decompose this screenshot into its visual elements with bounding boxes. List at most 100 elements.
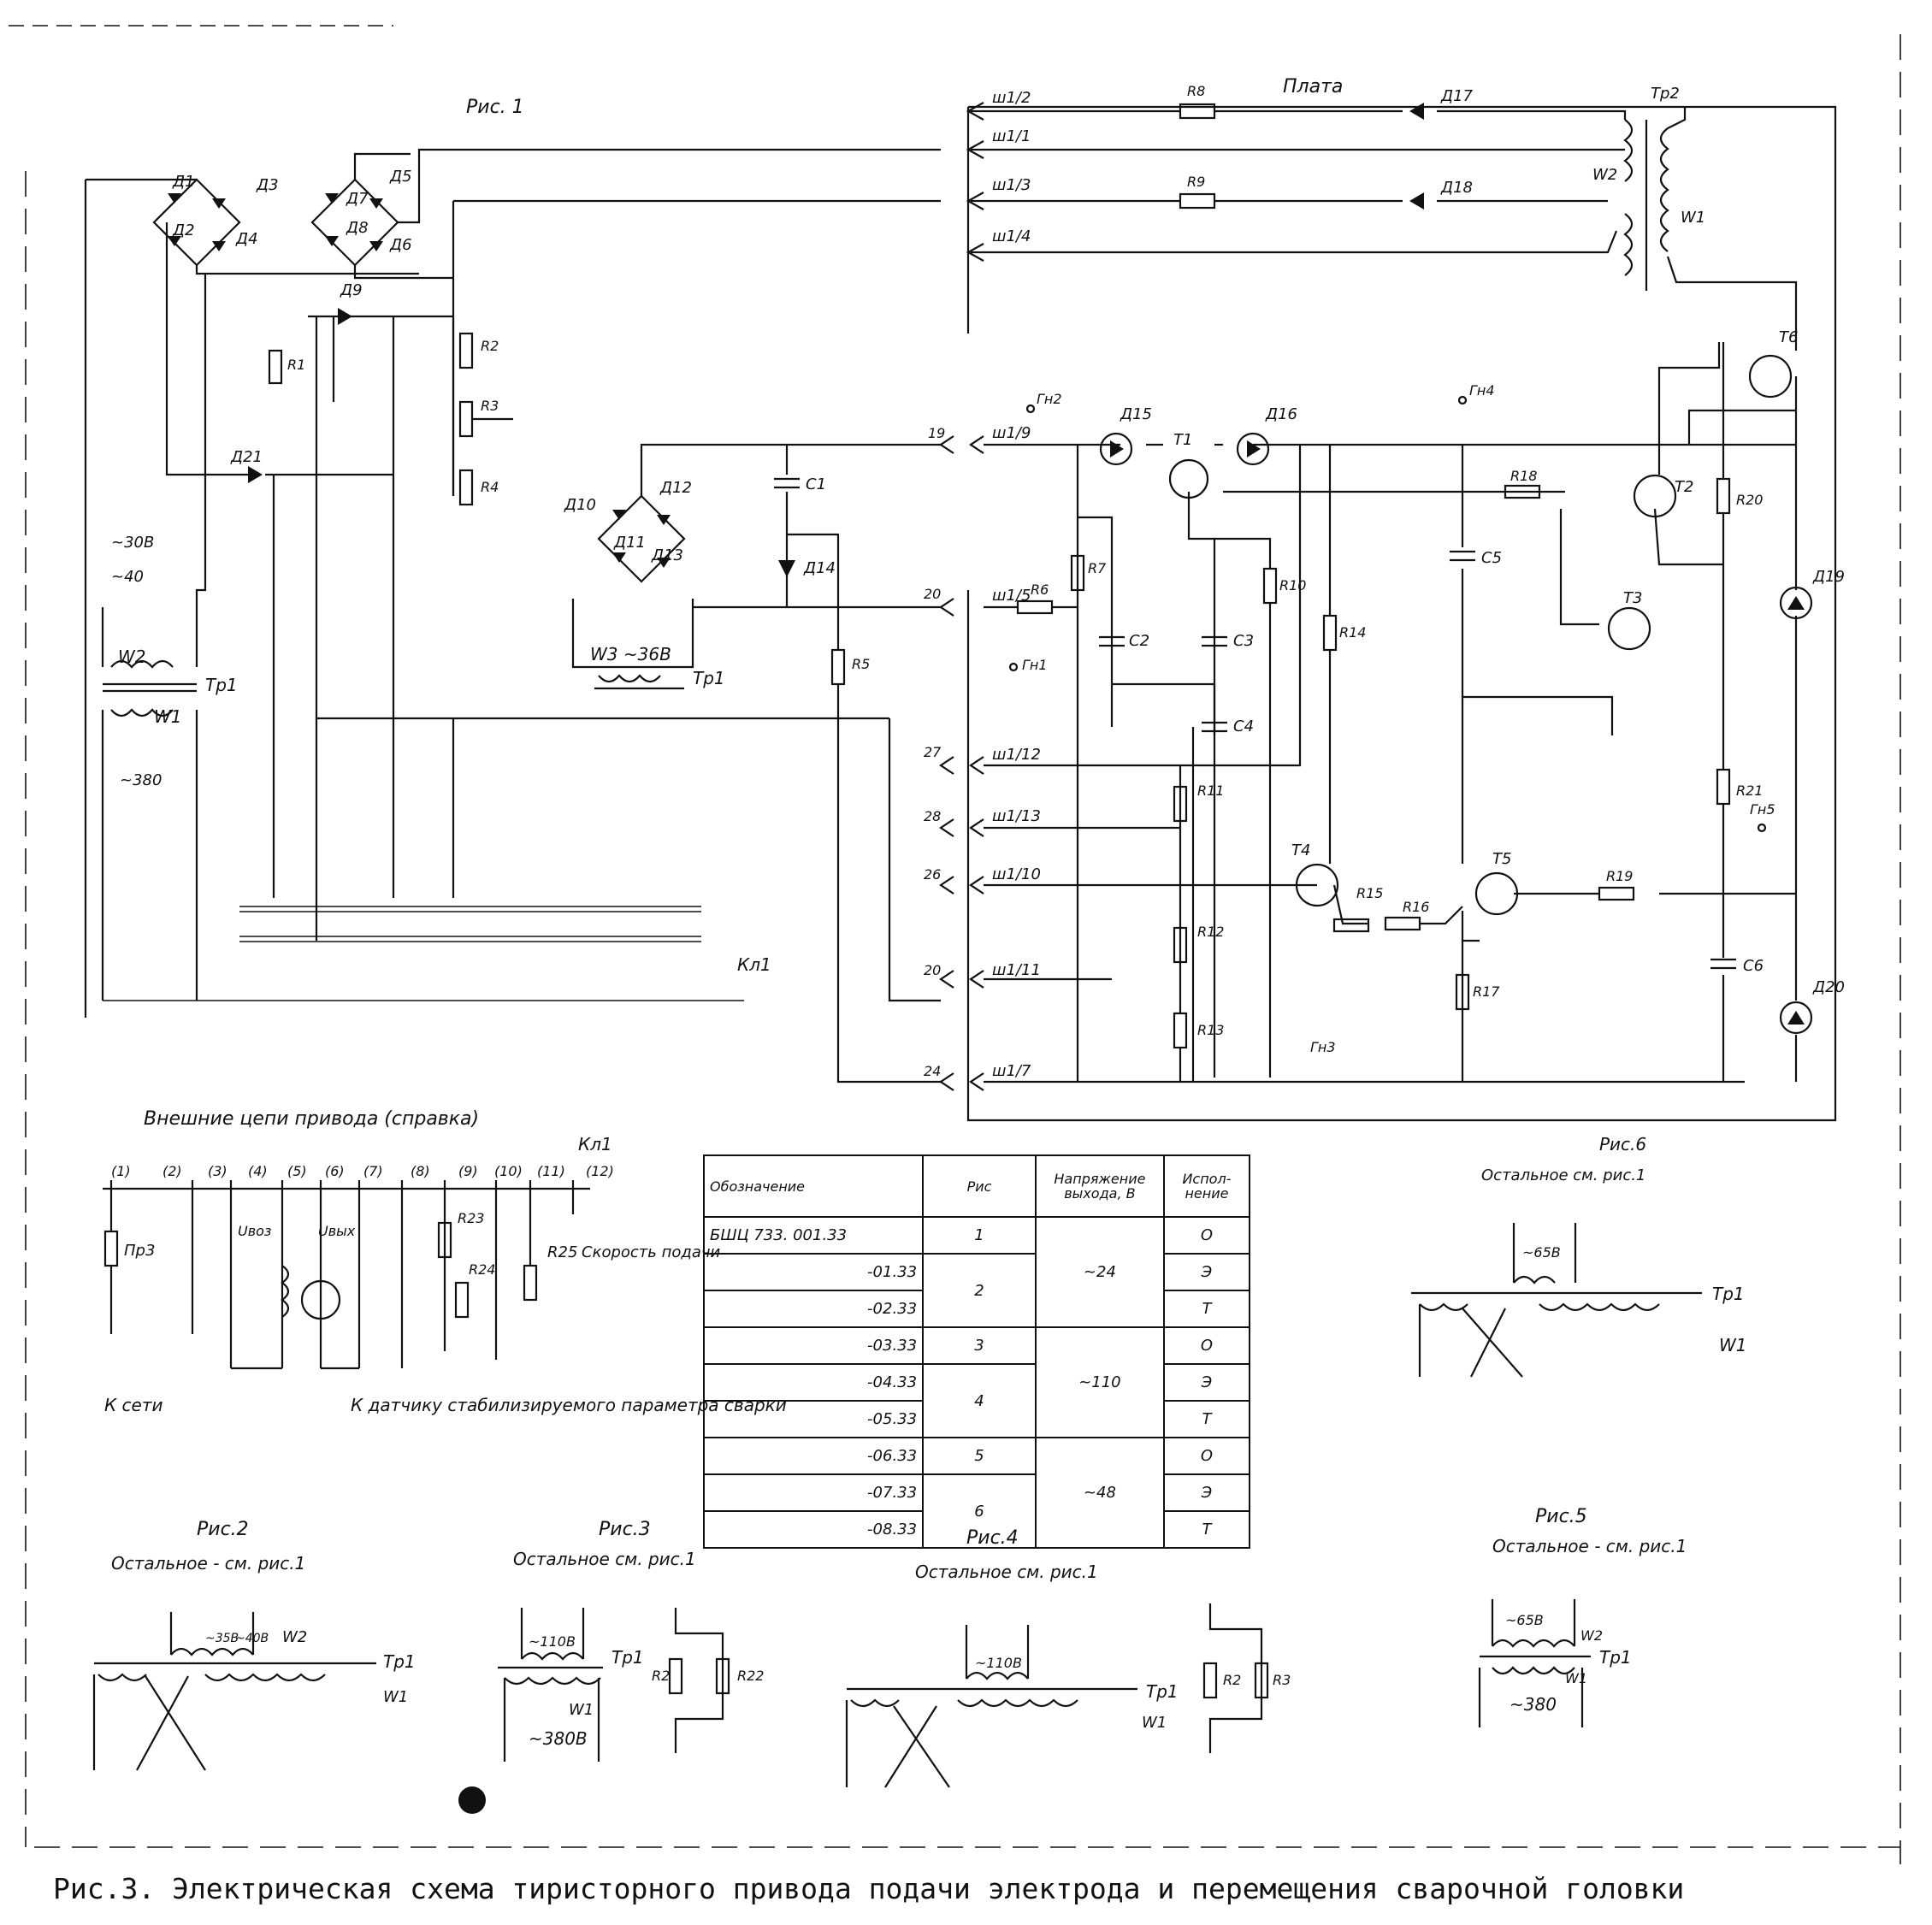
label-d8: Д8 (346, 219, 369, 237)
connector-sh1-4: ш1/4 (992, 227, 1031, 245)
label-r19: R19 (1606, 868, 1633, 884)
left-connector-marks (966, 102, 984, 262)
ext-pin-7: (7) (363, 1163, 383, 1179)
label-kl1: Кл1 (737, 954, 771, 975)
resistor-r19-symbol (1598, 886, 1635, 901)
cell-des: -05.33 (702, 1400, 925, 1438)
cell-des: -04.33 (702, 1363, 925, 1402)
label-r9: R9 (1187, 174, 1205, 190)
label-r16: R16 (1403, 899, 1429, 915)
resistor-r9-symbol (1179, 192, 1216, 210)
fig3-w1: W1 (569, 1701, 594, 1719)
cell-des: -06.33 (702, 1437, 925, 1475)
fig4-w1: W1 (1142, 1714, 1167, 1732)
cell-ver: Т (1162, 1400, 1251, 1438)
diode-d19-body (1779, 586, 1813, 620)
diode-d20-symbol (1787, 1011, 1805, 1025)
cell-fig: 3 (922, 1326, 1037, 1365)
fig2-title: Рис.2 (197, 1519, 249, 1540)
label-tr2-w2: W2 (1592, 166, 1617, 184)
fig6-title: Рис.6 (1599, 1134, 1646, 1154)
label-d12: Д12 (659, 479, 692, 497)
cell-ver: О (1162, 1326, 1251, 1365)
resistor-r3-symbol (458, 400, 474, 438)
label-tr1: Тр1 (205, 675, 238, 695)
fig3-r22-symbol (715, 1657, 730, 1695)
label-d4: Д4 (235, 230, 258, 248)
fig4-r3-symbol (1254, 1662, 1269, 1699)
table-row: -07.33 6 Э (702, 1473, 1251, 1549)
diode-d15-body (1099, 432, 1133, 466)
label-r24: R24 (469, 1261, 495, 1278)
label-d7: Д7 (346, 190, 369, 208)
fig5-primary (1492, 1666, 1575, 1675)
ext-pin-9: (9) (458, 1163, 478, 1179)
resistor-r1-symbol (268, 349, 283, 385)
fig3-secondary (521, 1651, 584, 1661)
cell-ver: Т (1162, 1510, 1251, 1549)
cell-ver: Т (1162, 1290, 1251, 1328)
label-c6: С6 (1743, 957, 1764, 975)
label-c2: С2 (1129, 632, 1149, 650)
diode-d20-body (1779, 1001, 1813, 1035)
table-row: -05.33 Т (702, 1400, 1251, 1438)
fig3-note: Остальное см. рис.1 (513, 1549, 696, 1569)
label-tr2-w1: W1 (1681, 209, 1705, 227)
cell-des: -07.33 (702, 1473, 925, 1512)
fig5-tr: Тр1 (1599, 1647, 1632, 1668)
board-boundary (966, 105, 1837, 1122)
diode-d16-symbol (1247, 440, 1261, 458)
label-d3: Д3 (256, 176, 279, 194)
label-u-out: Uвых (318, 1223, 356, 1239)
cell-volt: ~24 (1034, 1216, 1165, 1328)
terminal-block-kl1 (103, 906, 744, 1001)
tr1-leads (101, 274, 207, 1001)
fig5-w2: W2 (1580, 1627, 1603, 1644)
diode-d19-symbol (1787, 596, 1805, 610)
cell-volt: ~110 (1034, 1326, 1165, 1438)
label-r2: R2 (481, 338, 499, 354)
fig4-r2: R2 (1223, 1672, 1241, 1688)
col-figure: Рис (922, 1154, 1037, 1218)
external-pin-labels: (1) (2) (3) (4) (5) (6) (7) (8) (9) (10)… (111, 1163, 614, 1179)
label-tr1-mid: Тр1 (693, 668, 725, 688)
connector-sh1-9: ш1/9 (992, 424, 1031, 442)
label-t2: Т2 (1675, 478, 1693, 496)
label-tr2: Тр2 (1651, 85, 1680, 103)
board-internal-wiring (984, 342, 1798, 1084)
connector-sh1-13: ш1/13 (992, 807, 1041, 825)
label-r15: R15 (1356, 885, 1383, 901)
cell-des: -03.33 (702, 1326, 925, 1365)
resistor-r25-symbol (523, 1264, 538, 1302)
ext-pin-2: (2) (162, 1163, 182, 1179)
label-r11: R11 (1197, 782, 1224, 799)
label-r21: R21 (1736, 782, 1763, 799)
transformer-tr1 (103, 659, 197, 717)
label-r6: R6 (1031, 582, 1049, 598)
transistor-t3-symbol (1607, 606, 1651, 651)
wire-28: 28 (924, 808, 941, 824)
resistor-r17-symbol (1455, 973, 1470, 1011)
fig6-volt: ~65В (1522, 1244, 1561, 1261)
diode-d18-symbol (1409, 192, 1424, 210)
label-d14: Д14 (803, 559, 836, 577)
fig4-note: Остальное см. рис.1 (915, 1562, 1098, 1582)
diode-d16-body (1236, 432, 1270, 466)
board-top-wiring (971, 109, 1627, 254)
ext-pin-12: (12) (586, 1163, 614, 1179)
label-r5: R5 (852, 656, 870, 672)
cell-ver: О (1162, 1216, 1251, 1255)
label-c5: С5 (1481, 549, 1502, 567)
transistor-t2-symbol (1633, 474, 1677, 518)
label-t4: Т4 (1291, 841, 1310, 859)
label-r18: R18 (1510, 468, 1537, 484)
resistor-r8-symbol (1179, 103, 1216, 120)
label-d19: Д19 (1812, 568, 1845, 586)
cell-des: -08.33 (702, 1510, 925, 1549)
connector-sh1-1: ш1/1 (992, 127, 1031, 145)
cell-des: -01.33 (702, 1253, 925, 1291)
external-title: Внешние цепи привода (справка) (144, 1108, 479, 1130)
fig3-title: Рис.3 (599, 1519, 651, 1540)
label-tr1-w2: W2 (118, 647, 146, 667)
fig2-secondary (170, 1647, 254, 1656)
